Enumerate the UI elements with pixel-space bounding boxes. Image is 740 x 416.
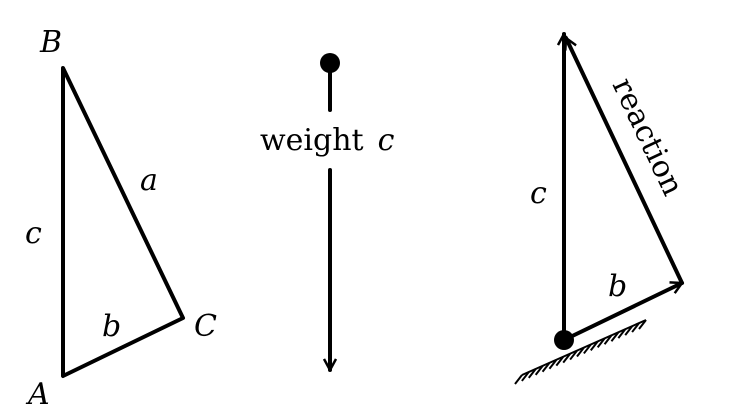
vertex-a-label: A bbox=[25, 377, 50, 412]
side-b-label: b bbox=[102, 309, 121, 344]
ground-hatching bbox=[514, 319, 647, 385]
ground-hatch-mark bbox=[610, 331, 620, 342]
ground-hatch-mark bbox=[624, 325, 634, 336]
ground-hatch-mark bbox=[596, 337, 606, 348]
side-c-label: c bbox=[25, 216, 42, 251]
ground-hatch-mark bbox=[569, 349, 578, 361]
force-polygon-group: c b reaction bbox=[514, 32, 690, 385]
ground-hatch-mark bbox=[534, 365, 544, 376]
ground-hatch-mark bbox=[583, 343, 592, 355]
reaction-label: reaction bbox=[605, 72, 690, 201]
ground-hatch-mark bbox=[603, 334, 613, 345]
side-a-label: a bbox=[140, 163, 158, 198]
triangle-shape bbox=[61, 66, 185, 378]
triangle-group: B A C a b c bbox=[25, 25, 217, 412]
vertex-c-label: C bbox=[194, 309, 217, 344]
force-c-label: c bbox=[530, 176, 547, 211]
ground-hatch-mark bbox=[617, 328, 627, 339]
reaction-arrow bbox=[564, 36, 684, 285]
weight-label-var: c bbox=[378, 123, 395, 158]
weight-label-word: weight bbox=[260, 123, 364, 158]
ground-hatch-mark bbox=[521, 371, 530, 382]
force-b-label: b bbox=[608, 269, 627, 304]
ground-hatch-mark bbox=[638, 319, 647, 330]
weight-label: weight c bbox=[260, 123, 395, 158]
ground-hatch-mark bbox=[514, 374, 523, 385]
ground-hatch-mark bbox=[555, 356, 565, 367]
ground-hatch-mark bbox=[548, 359, 558, 370]
force-b-arrow bbox=[562, 281, 684, 342]
force-origin-point bbox=[554, 330, 574, 350]
weight-group: weight c bbox=[260, 53, 395, 372]
ground-hatch-mark bbox=[527, 368, 537, 379]
ground-hatch-mark bbox=[576, 346, 585, 358]
ground-hatch-mark bbox=[541, 362, 551, 373]
ground-hatch-mark bbox=[562, 352, 572, 364]
ground-hatch-mark bbox=[631, 322, 640, 333]
vertex-b-label: B bbox=[39, 25, 62, 60]
ground-hatch-mark bbox=[589, 340, 599, 352]
